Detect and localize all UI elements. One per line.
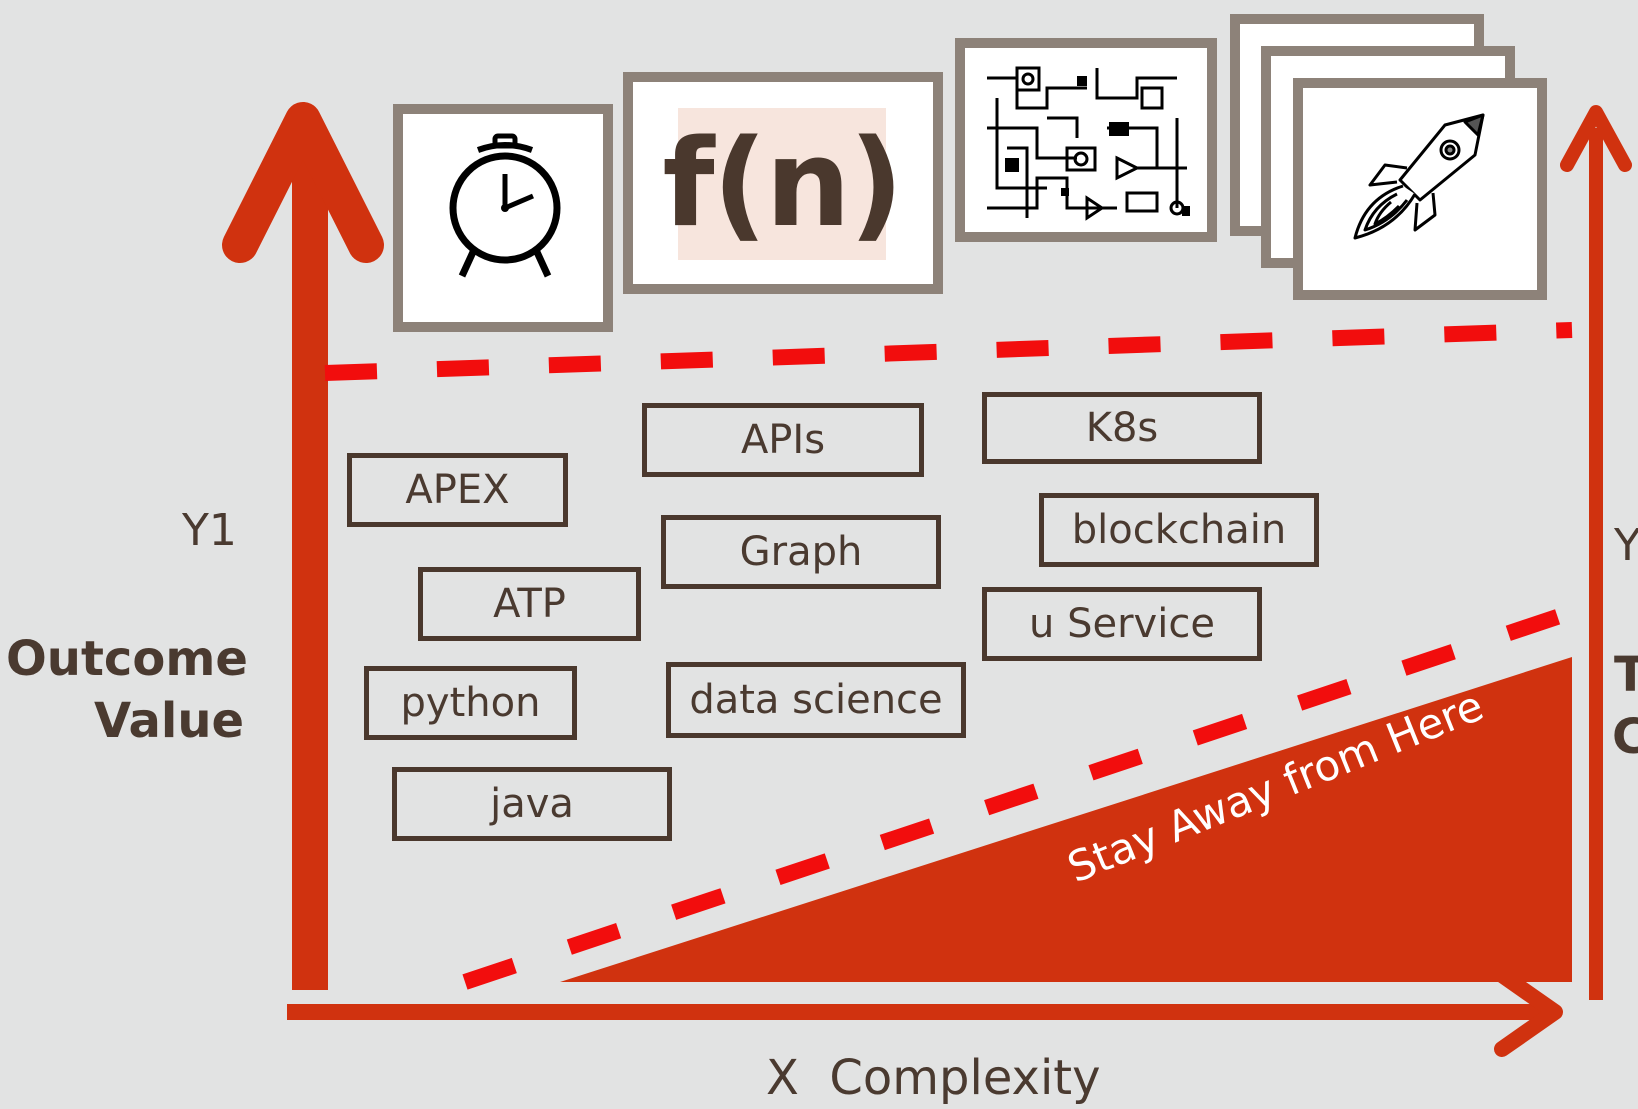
right-axis-arrow xyxy=(1560,105,1632,1000)
y-axis-title-outcome: Outcome xyxy=(6,631,248,687)
tag-apex: APEX xyxy=(347,453,568,527)
right-axis-title-line1: T xyxy=(1614,647,1638,703)
right-axis-label: Y xyxy=(1614,520,1638,571)
tag-atp: ATP xyxy=(418,567,641,641)
tag-data-science: data science xyxy=(666,662,966,738)
tag-k8s: K8s xyxy=(982,392,1262,464)
y-axis-label: Y1 xyxy=(182,505,237,556)
tag-apis: APIs xyxy=(642,403,924,477)
x-axis-label: X Complexity xyxy=(766,1050,1101,1106)
danger-zone-triangle xyxy=(560,657,1572,982)
tag-java: java xyxy=(392,767,672,841)
clock-frame xyxy=(393,104,613,332)
right-axis-title-line2: C xyxy=(1612,709,1638,765)
lower-dashed-boundary xyxy=(462,604,1575,990)
tag-u-service: u Service xyxy=(982,587,1262,661)
tag-graph: Graph xyxy=(661,515,941,589)
upper-dashed-boundary xyxy=(324,322,1573,381)
circuit-diagram-icon xyxy=(987,66,1190,221)
tag-blockchain: blockchain xyxy=(1039,493,1319,567)
tag-python: python xyxy=(364,666,577,740)
y-axis-arrow xyxy=(222,102,384,990)
function-icon: f(n) xyxy=(662,108,904,260)
alarm-clock-icon xyxy=(449,133,561,278)
x-axis-arrow xyxy=(287,967,1563,1057)
y-axis-title-value: Value xyxy=(94,693,245,749)
rocket-icon xyxy=(1353,113,1485,240)
